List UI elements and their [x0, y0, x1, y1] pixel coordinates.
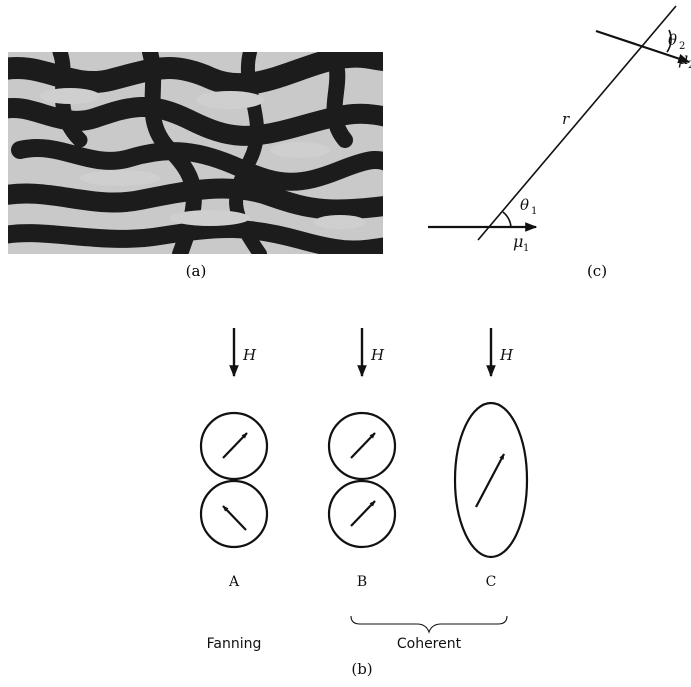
panel-c-caption: (c) [587, 262, 607, 280]
label-mu2-sub: 2 [688, 60, 691, 71]
panel-b-caption: (b) [351, 660, 372, 678]
panel-c [428, 5, 691, 241]
panel-c-labels: r θ 1 θ 2 μ 1 μ 2 [513, 31, 691, 254]
moment-a-bottom-arrow [222, 505, 247, 531]
micrograph-chains [8, 52, 383, 254]
item-label-c: C [486, 574, 497, 590]
panel-a-caption: (a) [186, 262, 207, 280]
group-label-coherent: Coherent [397, 636, 462, 652]
moment-c-arrow [475, 453, 505, 508]
label-mu2: μ [678, 49, 688, 68]
sphere-a-bottom [199, 479, 269, 549]
ellipsoid-c [453, 401, 529, 559]
micrograph-gaps [40, 88, 366, 229]
label-mu1-sub: 1 [523, 243, 529, 254]
item-label-b: B [357, 574, 367, 590]
moment-b-top-arrow [350, 432, 376, 459]
panel-a: (a) [8, 52, 383, 280]
field-label-a: H [242, 346, 257, 364]
angle-arc-theta1 [502, 211, 512, 228]
item-label-a: A [228, 574, 240, 590]
label-theta2: θ [668, 31, 677, 49]
label-r: r [562, 110, 570, 128]
moment-a-top-arrow [222, 432, 248, 459]
sphere-a-top [199, 411, 269, 481]
label-theta1-sub: 1 [531, 206, 537, 217]
dipole-mu2-arrow [595, 29, 691, 64]
field-label-b: H [370, 346, 385, 364]
label-mu1: μ [513, 232, 523, 251]
separation-line-r [477, 5, 677, 241]
sphere-b-top [327, 411, 397, 481]
angle-arc-theta2 [666, 29, 672, 53]
panel-b [199, 328, 529, 634]
label-theta2-sub: 2 [679, 41, 685, 52]
panel-b-labels: H H H A B C Fanning Coherent (b) [207, 346, 514, 678]
coherent-brace [350, 615, 508, 634]
moment-b-bottom-arrow [350, 500, 376, 527]
label-theta1: θ [520, 196, 529, 214]
group-label-fanning: Fanning [207, 636, 262, 652]
field-label-c: H [499, 346, 514, 364]
sphere-b-bottom [327, 479, 397, 549]
